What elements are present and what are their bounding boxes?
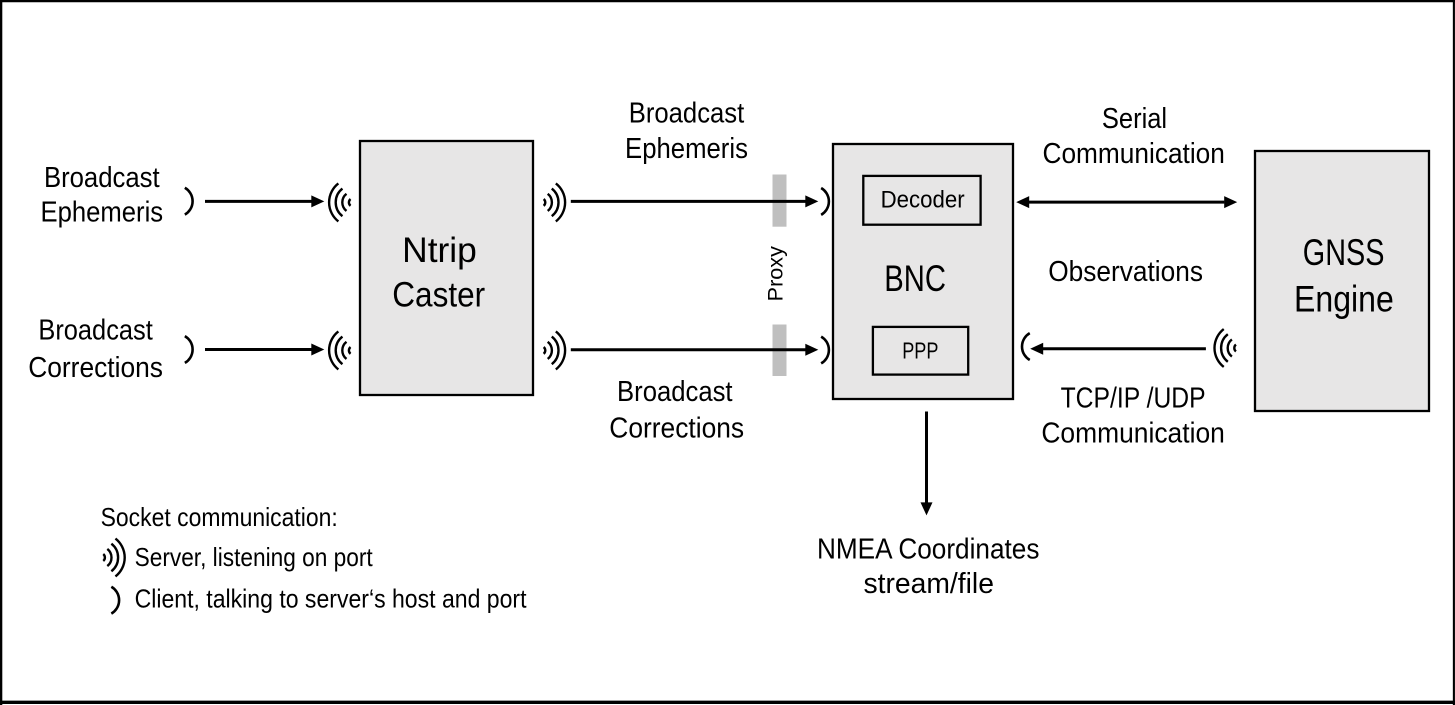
svg-text:Observations: Observations bbox=[1048, 256, 1203, 288]
svg-text:TCP/IP /UDP: TCP/IP /UDP bbox=[1061, 382, 1206, 414]
svg-text:Caster: Caster bbox=[392, 276, 485, 315]
svg-text:Communication: Communication bbox=[1041, 418, 1225, 450]
svg-text:Socket communication:: Socket communication: bbox=[101, 502, 338, 532]
svg-text:stream/file: stream/file bbox=[863, 568, 994, 600]
svg-text:Decoder: Decoder bbox=[881, 187, 965, 214]
svg-text:Ephemeris: Ephemeris bbox=[625, 133, 748, 165]
svg-text:Serial: Serial bbox=[1102, 103, 1167, 135]
svg-text:Broadcast: Broadcast bbox=[629, 98, 745, 130]
svg-text:Server, listening on port: Server, listening on port bbox=[135, 542, 374, 572]
svg-text:Ephemeris: Ephemeris bbox=[41, 197, 164, 229]
svg-text:Proxy: Proxy bbox=[763, 246, 787, 301]
svg-text:Client, talking to server‘s ho: Client, talking to server‘s host and por… bbox=[135, 584, 528, 614]
svg-text:Broadcast: Broadcast bbox=[38, 314, 152, 346]
svg-text:Corrections: Corrections bbox=[28, 352, 163, 384]
svg-text:Corrections: Corrections bbox=[609, 413, 744, 445]
svg-text:Engine: Engine bbox=[1294, 278, 1394, 319]
svg-text:BNC: BNC bbox=[884, 258, 946, 299]
svg-text:Communication: Communication bbox=[1043, 138, 1225, 170]
svg-text:GNSS: GNSS bbox=[1303, 232, 1385, 273]
svg-text:Broadcast: Broadcast bbox=[44, 162, 160, 194]
svg-text:NMEA Coordinates: NMEA Coordinates bbox=[817, 534, 1039, 566]
svg-text:Broadcast: Broadcast bbox=[617, 376, 733, 408]
svg-text:PPP: PPP bbox=[902, 338, 938, 364]
svg-text:Ntrip: Ntrip bbox=[402, 231, 477, 270]
